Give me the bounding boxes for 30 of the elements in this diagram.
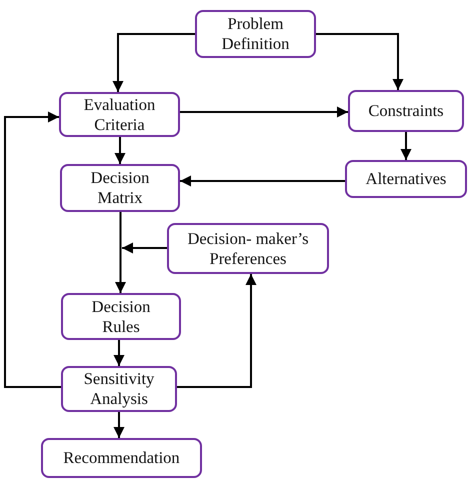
- box-label: Constraints: [368, 101, 444, 121]
- arrow: [400, 132, 412, 160]
- arrow: [114, 412, 124, 438]
- process-box: [195, 10, 316, 58]
- arrow: [180, 106, 348, 118]
- box-label: Evaluation Criteria: [82, 94, 156, 134]
- process-box: [167, 223, 329, 274]
- process-box: [345, 160, 467, 198]
- arrow: [112, 33, 195, 92]
- arrow: [316, 33, 404, 90]
- process-box: [348, 90, 464, 132]
- arrow: [122, 242, 167, 254]
- arrow: [180, 176, 345, 186]
- box-label: Sensitivity Analysis: [82, 369, 156, 409]
- arrow: [114, 340, 124, 366]
- process-box: [59, 92, 180, 137]
- process-box: [61, 293, 181, 340]
- process-box: [61, 366, 177, 412]
- box-label: Alternatives: [366, 169, 446, 189]
- arrow: [115, 212, 126, 293]
- box-label: Decision Matrix: [90, 168, 150, 208]
- box-label: Decision Rules: [90, 296, 152, 336]
- box-label: Decision- maker’s Preferences: [186, 228, 310, 268]
- box-label: Problem Definition: [220, 14, 290, 54]
- process-box: [41, 438, 202, 478]
- arrow: [114, 137, 126, 164]
- arrow: [4, 112, 61, 388]
- box-label: Recommendation: [63, 448, 180, 468]
- arrow: [177, 274, 256, 388]
- process-box: [60, 164, 180, 212]
